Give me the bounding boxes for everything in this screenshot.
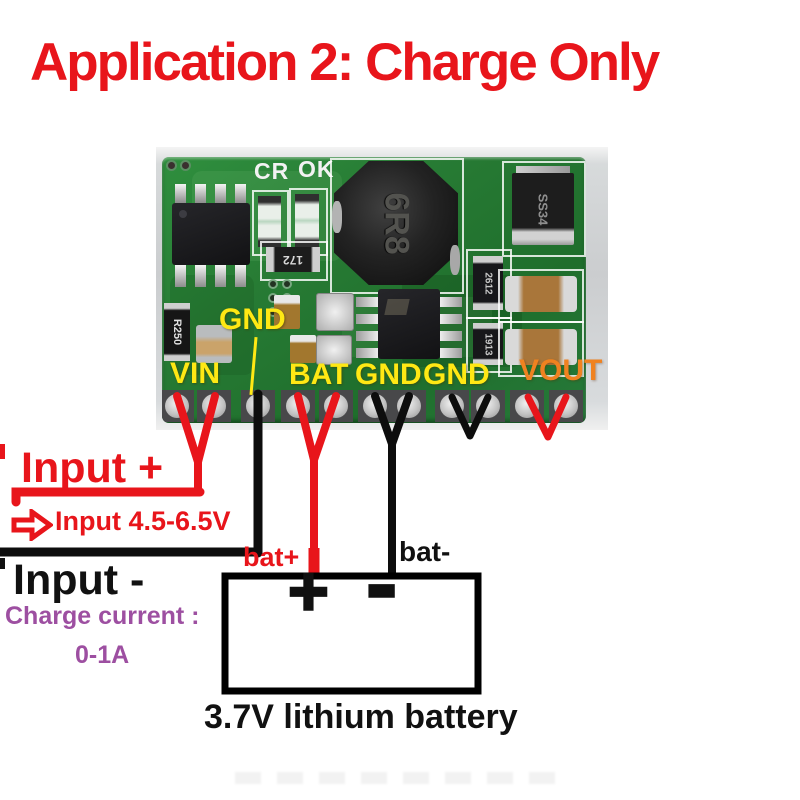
charge-led xyxy=(258,196,281,247)
diode-silkscreen-box xyxy=(502,161,586,257)
input-plus-label: Input + xyxy=(21,444,164,492)
inductor-marking: 6R8 xyxy=(377,191,416,255)
pad-gnd xyxy=(241,390,275,422)
silkscreen-cr-label: CR xyxy=(254,158,290,184)
resistor-172: 172 xyxy=(266,247,320,272)
pad-vout-1 xyxy=(510,390,544,422)
pad-bat-2 xyxy=(319,390,353,422)
charge-current-value: 0-1A xyxy=(75,641,130,669)
resistor-1913-marking: 1913 xyxy=(482,332,494,356)
battery-minus-symbol: - xyxy=(365,530,399,635)
via xyxy=(284,281,290,287)
via xyxy=(270,281,276,287)
pin-label-vin: VIN xyxy=(170,357,221,390)
resistor-172-marking: 172 xyxy=(282,252,304,267)
pad-gnd-c xyxy=(435,390,469,422)
resistor-r250-marking: R250 xyxy=(171,318,184,346)
bat-minus-label: bat- xyxy=(399,536,451,567)
pad-gnd-d xyxy=(471,390,505,422)
pin-label-vout: VOUT xyxy=(519,354,603,387)
ic-pin xyxy=(175,265,186,287)
input-minus-label: Input - xyxy=(13,556,145,604)
page-title: Application 2: Charge Only xyxy=(30,33,660,92)
silkscreen-ok-label: OK xyxy=(298,157,335,182)
input-plus-wire xyxy=(11,487,205,507)
pin-label-bat: BAT xyxy=(289,358,349,391)
ic-pin xyxy=(356,348,378,358)
pad-gnd-a xyxy=(358,390,392,422)
pad-gnd-b xyxy=(392,390,426,422)
via xyxy=(270,295,276,301)
right-arrow-icon xyxy=(11,509,53,541)
edge-mark-red xyxy=(0,444,5,459)
ic-pin xyxy=(356,297,378,307)
charger-ic xyxy=(172,203,250,265)
ic-pin1-dot xyxy=(179,210,187,218)
capacitor xyxy=(316,293,354,331)
diode-marking: SS34 xyxy=(535,193,551,225)
capacitor xyxy=(274,295,300,329)
ok-led xyxy=(295,194,319,247)
ic-pin xyxy=(356,331,378,341)
boost-ic xyxy=(378,289,440,359)
pin-label-gnd-b: GND xyxy=(423,358,490,391)
ic-pin xyxy=(235,184,246,203)
resistor-2612-marking: 2612 xyxy=(482,271,494,295)
capacitor xyxy=(290,335,316,363)
battery-plus-symbol: + xyxy=(287,552,330,630)
capacitor xyxy=(196,325,232,363)
diode-terminal xyxy=(516,166,570,176)
battery-outline xyxy=(221,572,482,695)
ic-pin xyxy=(215,184,226,203)
pad-vin-2 xyxy=(197,390,231,422)
inductor-clip xyxy=(450,245,460,275)
mounting-hole xyxy=(168,162,175,169)
pin-label-gnd-pointer: GND xyxy=(219,303,286,336)
input-range-label: Input 4.5-6.5V xyxy=(55,506,231,536)
battery-label: 3.7V lithium battery xyxy=(204,698,518,736)
power-inductor: 6R8 xyxy=(334,161,458,285)
ic-pin xyxy=(356,314,378,324)
capacitor xyxy=(316,335,352,365)
ic-pin xyxy=(235,265,246,287)
ic-pin xyxy=(195,184,206,203)
ic-pin xyxy=(175,184,186,203)
mounting-hole xyxy=(182,162,189,169)
ic-pin xyxy=(440,331,462,341)
pad-vin-1 xyxy=(162,390,194,422)
charge-current-label: Charge current : xyxy=(5,602,200,630)
resistor-r250: R250 xyxy=(164,303,190,361)
ic-pin xyxy=(195,265,206,287)
pad-vout-2 xyxy=(549,390,583,422)
via xyxy=(270,309,276,315)
ic-pin xyxy=(440,314,462,324)
schottky-diode: SS34 xyxy=(512,173,574,245)
edge-mark-black xyxy=(0,558,5,569)
ic-logo-mark xyxy=(384,299,410,315)
tantalum-capacitor xyxy=(505,329,577,365)
ic-pin xyxy=(440,297,462,307)
inductor-clip xyxy=(332,201,342,233)
ic-pin xyxy=(440,348,462,358)
pin-label-gnd-a: GND xyxy=(355,358,422,391)
watermark-remnant xyxy=(235,772,565,784)
pad-bat-1 xyxy=(281,390,315,422)
ic-pin xyxy=(215,265,226,287)
capacitor-silkscreen-box xyxy=(498,321,584,377)
resistor-silkscreen-box xyxy=(260,241,328,281)
tantalum-capacitor xyxy=(505,276,577,312)
